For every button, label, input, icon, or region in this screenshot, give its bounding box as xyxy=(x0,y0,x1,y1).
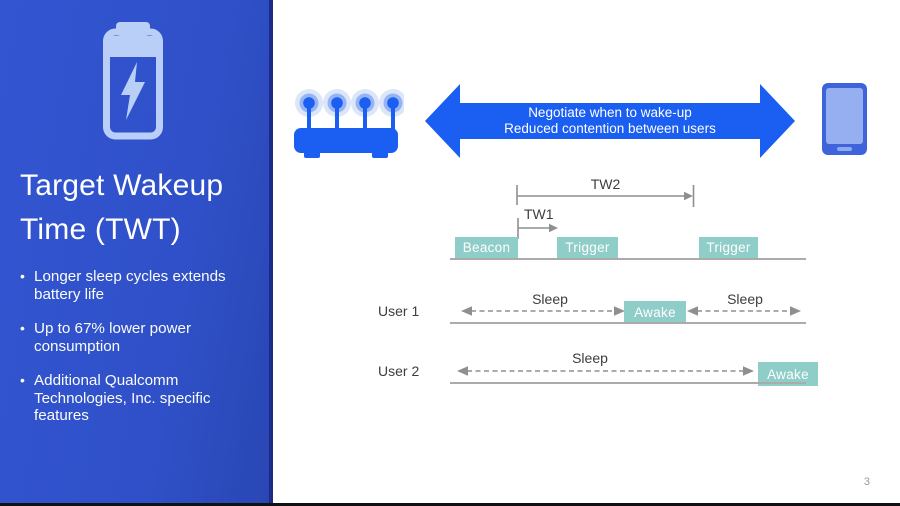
negotiation-arrow: Negotiate when to wake-up Reduced conten… xyxy=(425,84,795,158)
user1-sleep2-label: Sleep xyxy=(727,291,763,307)
sidebar-edge xyxy=(269,0,273,503)
user2-sleep-label: Sleep xyxy=(572,350,608,366)
timeline-baseline xyxy=(450,322,806,324)
bottom-bar xyxy=(0,503,900,506)
beacon-box: Beacon xyxy=(455,237,518,259)
page-title: Target Wakeup Time (TWT) xyxy=(20,169,224,246)
bullet-marker: • xyxy=(20,372,25,388)
tw2-label: TW2 xyxy=(590,176,621,192)
bullet-marker: • xyxy=(20,320,25,336)
page-number: 3 xyxy=(863,476,870,488)
wifi-router-icon xyxy=(294,89,404,158)
bullet-item: • Up to 67% lower power consumption xyxy=(20,320,252,355)
arrow-text-line1: Negotiate when to wake-up xyxy=(528,105,692,120)
user1-awake-box: Awake xyxy=(624,301,686,324)
trigger-box: Trigger xyxy=(557,237,618,259)
bullet-text: Additional Qualcomm Technologies, Inc. s… xyxy=(34,372,211,424)
battery-charging-icon xyxy=(103,22,163,140)
bullet-item: • Longer sleep cycles extends battery li… xyxy=(20,268,252,303)
trigger-box: Trigger xyxy=(699,237,758,259)
user2-label: User 2 xyxy=(378,363,420,379)
bullet-list: • Longer sleep cycles extends battery li… xyxy=(20,268,252,442)
sleep-arrow xyxy=(457,366,754,376)
tw-interval-lines xyxy=(516,185,695,239)
user1-sleep1-label: Sleep xyxy=(532,291,568,307)
timeline-baseline xyxy=(450,258,806,260)
user1-label: User 1 xyxy=(378,303,420,319)
timeline-baseline xyxy=(450,382,806,384)
smartphone-icon xyxy=(822,83,867,155)
sidebar: Target Wakeup Time (TWT) • Longer sleep … xyxy=(0,0,269,503)
sleep-arrow xyxy=(687,306,801,316)
bullet-marker: • xyxy=(20,268,25,284)
arrow-text-line2: Reduced contention between users xyxy=(504,121,716,136)
tw1-label: TW1 xyxy=(524,206,554,222)
bullet-item: • Additional Qualcomm Technologies, Inc.… xyxy=(20,372,252,425)
bullet-text: Longer sleep cycles extends battery life xyxy=(34,268,226,303)
sleep-arrow xyxy=(461,306,625,316)
bullet-text: Up to 67% lower power consumption xyxy=(34,320,192,355)
